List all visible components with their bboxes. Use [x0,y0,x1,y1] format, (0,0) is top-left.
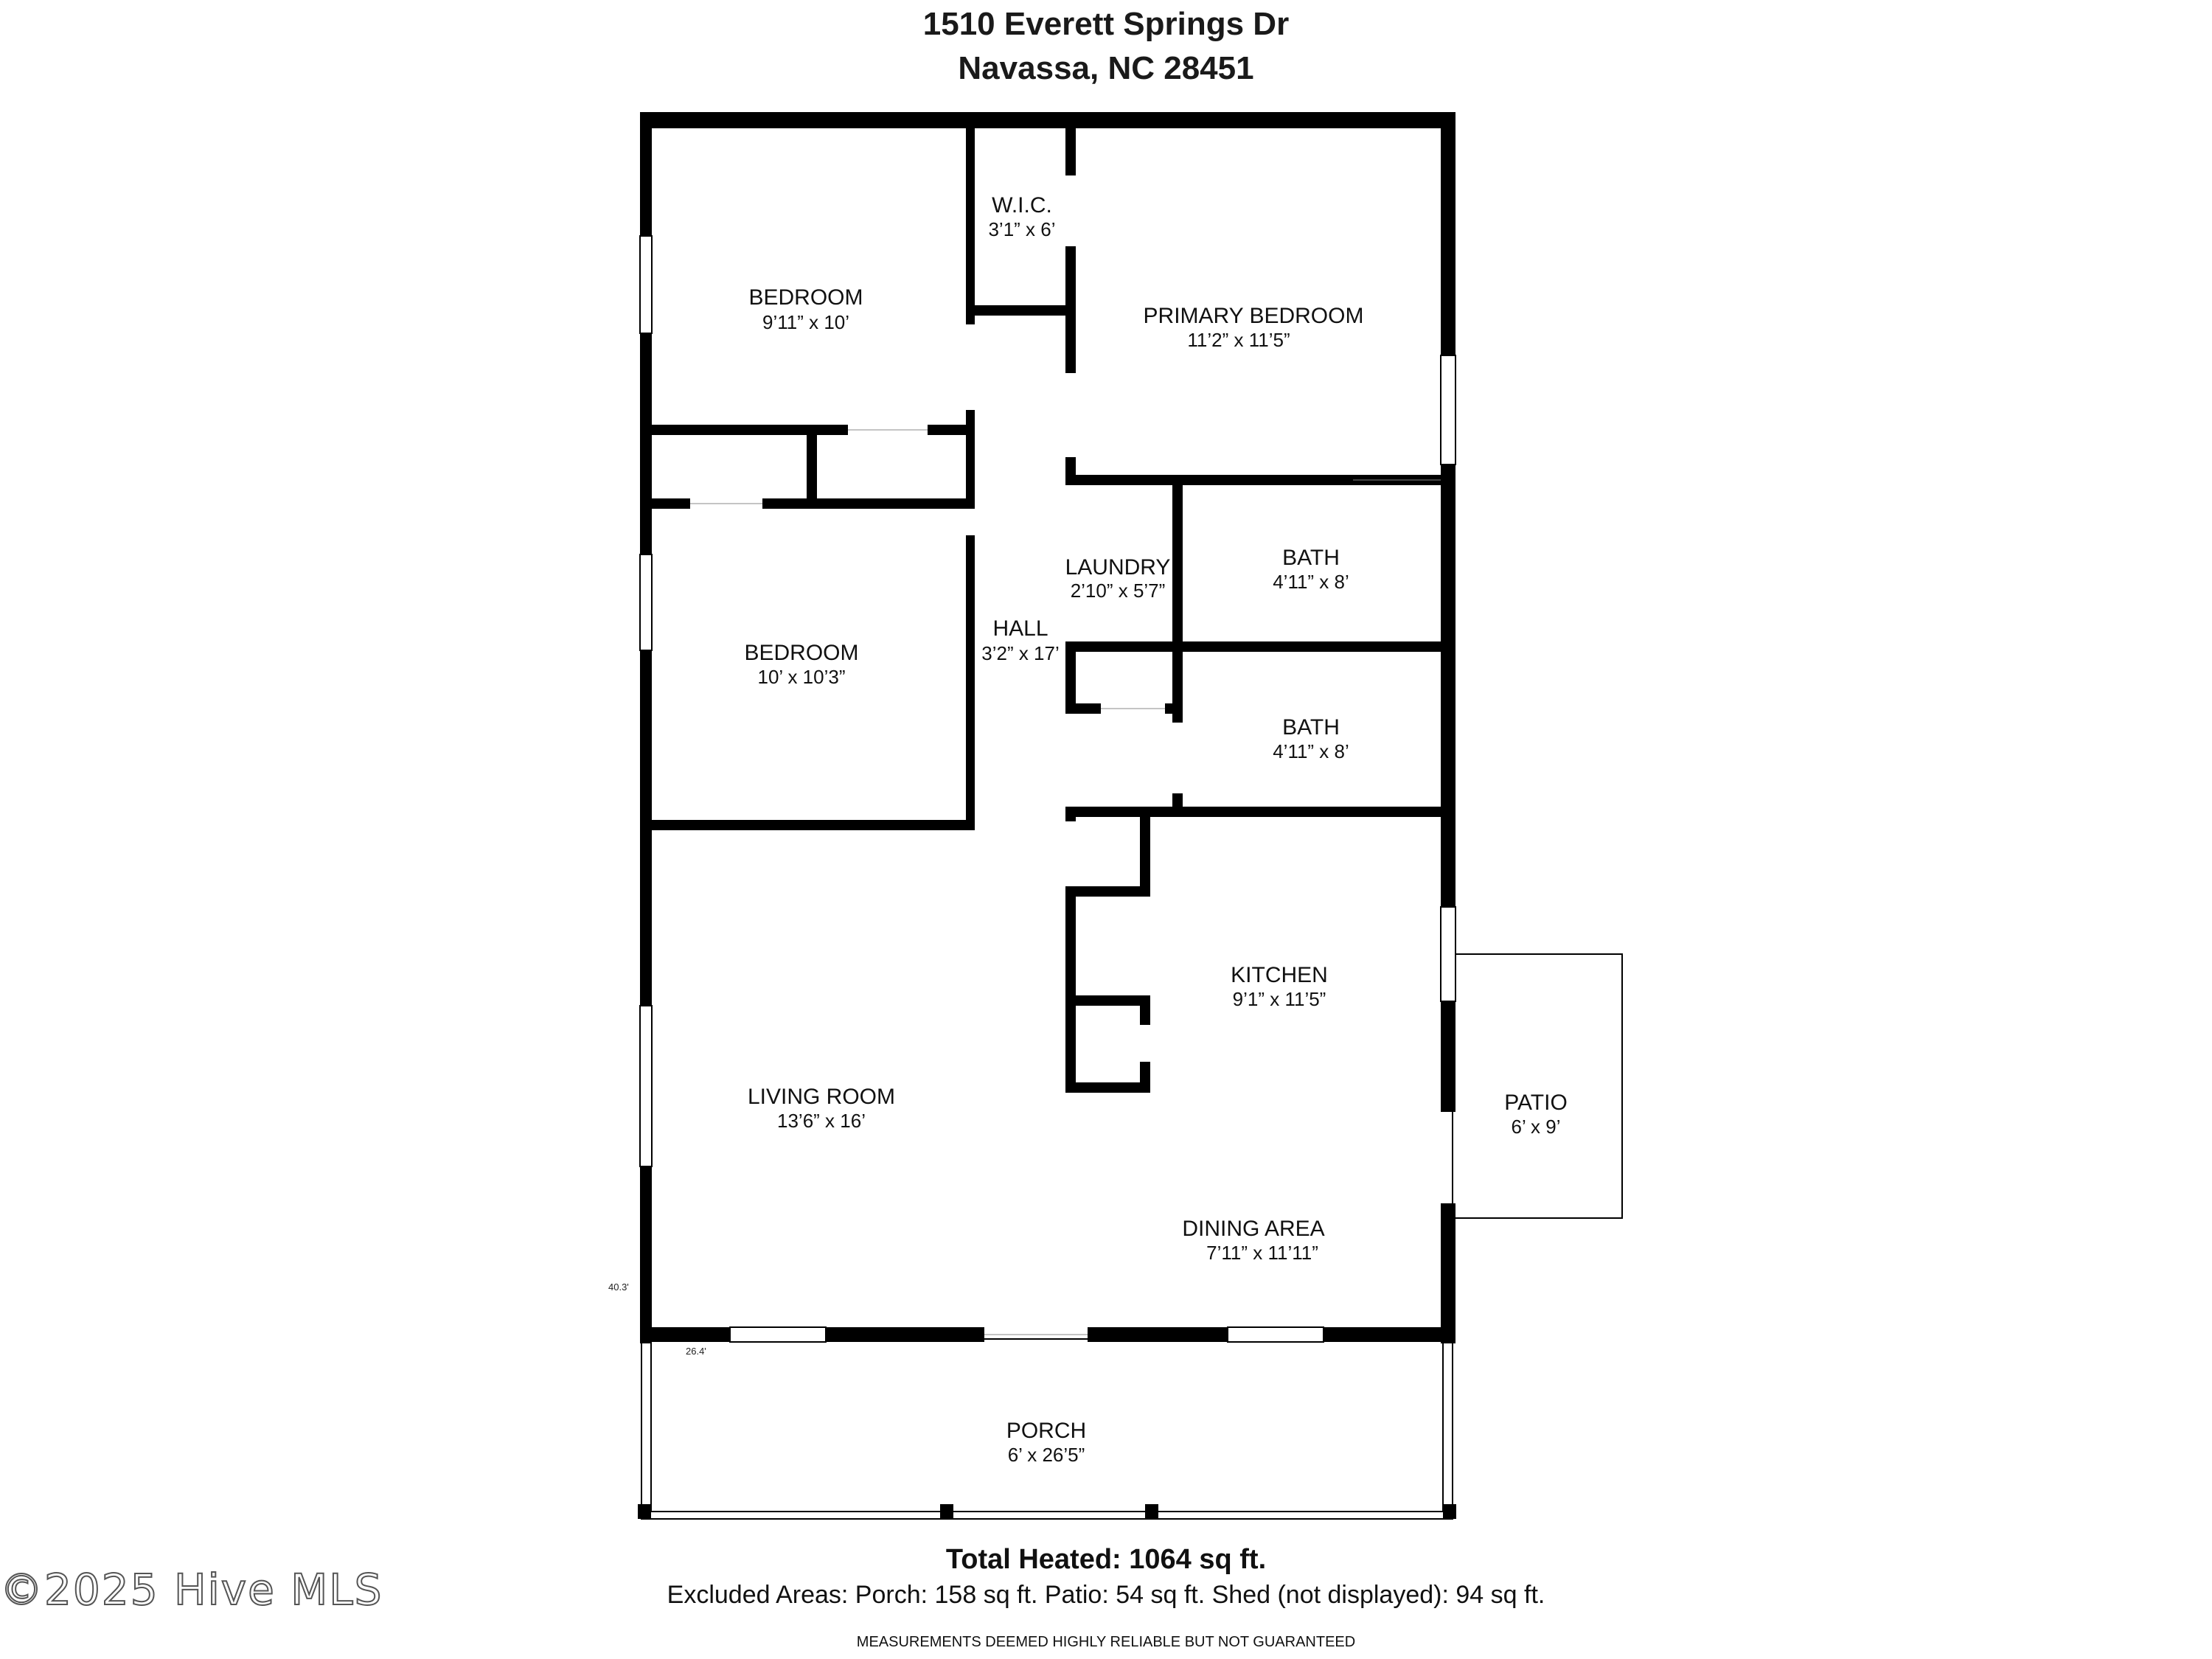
bath2-dims: 4’11” x 8’ [1273,740,1349,762]
windows [639,235,1456,1343]
address-line-2: Navassa, NC 28451 [958,50,1254,86]
living-room-name: LIVING ROOM [748,1085,895,1109]
excluded-areas: Excluded Areas: Porch: 158 sq ft. Patio:… [667,1581,1545,1609]
width-measurement: 26.4' [686,1346,706,1357]
hall-dims: 3’2” x 17’ [981,642,1060,664]
laundry-name: LAUNDRY [1065,555,1171,580]
disclaimer: MEASUREMENTS DEEMED HIGHLY RELIABLE BUT … [856,1634,1356,1650]
total-heated: Total Heated: 1064 sq ft. [945,1544,1267,1575]
dining-area-dims: 7’11” x 11’11” [1206,1242,1318,1264]
bath1-name: BATH [1282,546,1340,570]
patio-outline [1452,953,1623,1219]
patio-name: PATIO [1504,1091,1568,1115]
bath1-dims: 4’11” x 8’ [1273,571,1349,593]
address-line-1: 1510 Everett Springs Dr [922,6,1290,42]
living-room-dims: 13’6” x 16’ [777,1110,866,1132]
bath2-name: BATH [1282,715,1340,740]
hall-name: HALL [992,616,1048,641]
watermark: ©2025 Hive MLS [0,1564,383,1615]
porch-posts [638,1504,1456,1519]
bedroom2-name: BEDROOM [744,641,858,665]
porch-outline [641,1338,1453,1520]
porch-name: PORCH [1006,1419,1086,1443]
door-openings [690,429,1441,1335]
primary-bedroom-dims: 11’2” x 11’5” [1187,329,1290,351]
kitchen-dims: 9’1” x 11’5” [1233,988,1326,1010]
bedroom1-name: BEDROOM [748,285,863,310]
wic-dims: 3’1” x 6’ [988,218,1055,240]
primary-bedroom-name: PRIMARY BEDROOM [1144,304,1364,328]
laundry-dims: 2’10” x 5’7” [1071,580,1166,602]
patio-dims: 6’ x 9’ [1512,1116,1561,1138]
bedroom1-dims: 9’11” x 10’ [762,311,849,333]
dining-area-name: DINING AREA [1182,1217,1324,1241]
bedroom2-dims: 10’ x 10’3” [758,666,846,688]
kitchen-name: KITCHEN [1231,963,1328,987]
porch-dims: 6’ x 26’5” [1008,1444,1085,1466]
height-measurement: 40.3' [608,1281,629,1293]
wic-name: W.I.C. [992,193,1052,218]
walls [640,112,1455,1343]
